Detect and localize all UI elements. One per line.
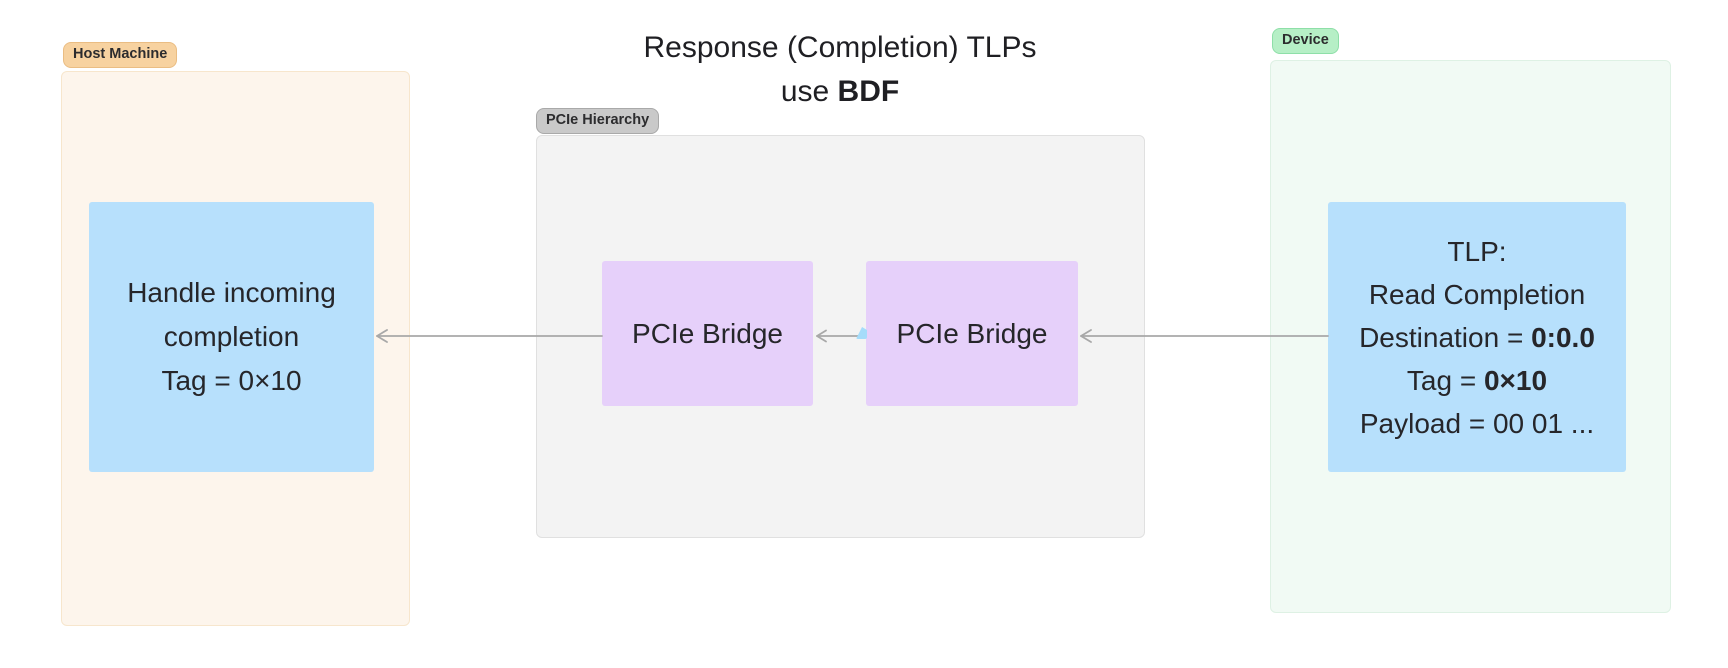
device-badge: Device [1272,28,1339,54]
host-machine-badge: Host Machine [63,42,178,68]
title-line-1: Response (Completion) TLPs [643,31,1037,64]
pcie-bridge-1-label: PCIe Bridge [632,317,783,349]
tlp-line-2: Read Completion [1368,278,1586,310]
host-node-line-1: Handle incoming [127,277,336,308]
pcie-bridge-2-label: PCIe Bridge [896,317,1048,349]
pcie-bridge-node-1: PCIe Bridge [602,261,813,406]
arrow-device-to-bridge2-icon [1080,329,1329,343]
title-line-2-regular: use [780,75,838,108]
host-completion-node: Handle incoming completion Tag = 0×10 [89,202,374,472]
connector-handle-icon [856,327,867,339]
host-node-line-3: Tag = 0×10 [161,365,302,396]
tlp-destination-value: 0:0.0 [1531,321,1595,353]
arrow-bridge1-to-host-icon [376,329,603,343]
host-node-line-2: completion [163,321,300,352]
diagram-title: Response (Completion) TLPs use BDF [536,26,1144,114]
tlp-line-1: TLP: [1447,235,1507,267]
title-line-2: use BDF [536,70,1144,114]
tlp-destination-label: Destination = [1359,321,1532,353]
tlp-line-3: Destination = 0:0.0 [1359,316,1595,359]
tlp-tag-label: Tag = [1406,364,1484,396]
pcie-hierarchy-badge: PCIe Hierarchy [536,108,660,134]
tlp-line-5: Payload = 00 01 ... [1359,407,1595,439]
title-line-2-bold: BDF [837,75,900,108]
pcie-bridge-node-2: PCIe Bridge [866,261,1078,406]
tlp-line-4: Tag = 0×10 [1407,359,1547,402]
tlp-tag-value: 0×10 [1483,364,1548,396]
device-tlp-node: TLP: Read Completion Destination = 0:0.0… [1328,202,1626,472]
